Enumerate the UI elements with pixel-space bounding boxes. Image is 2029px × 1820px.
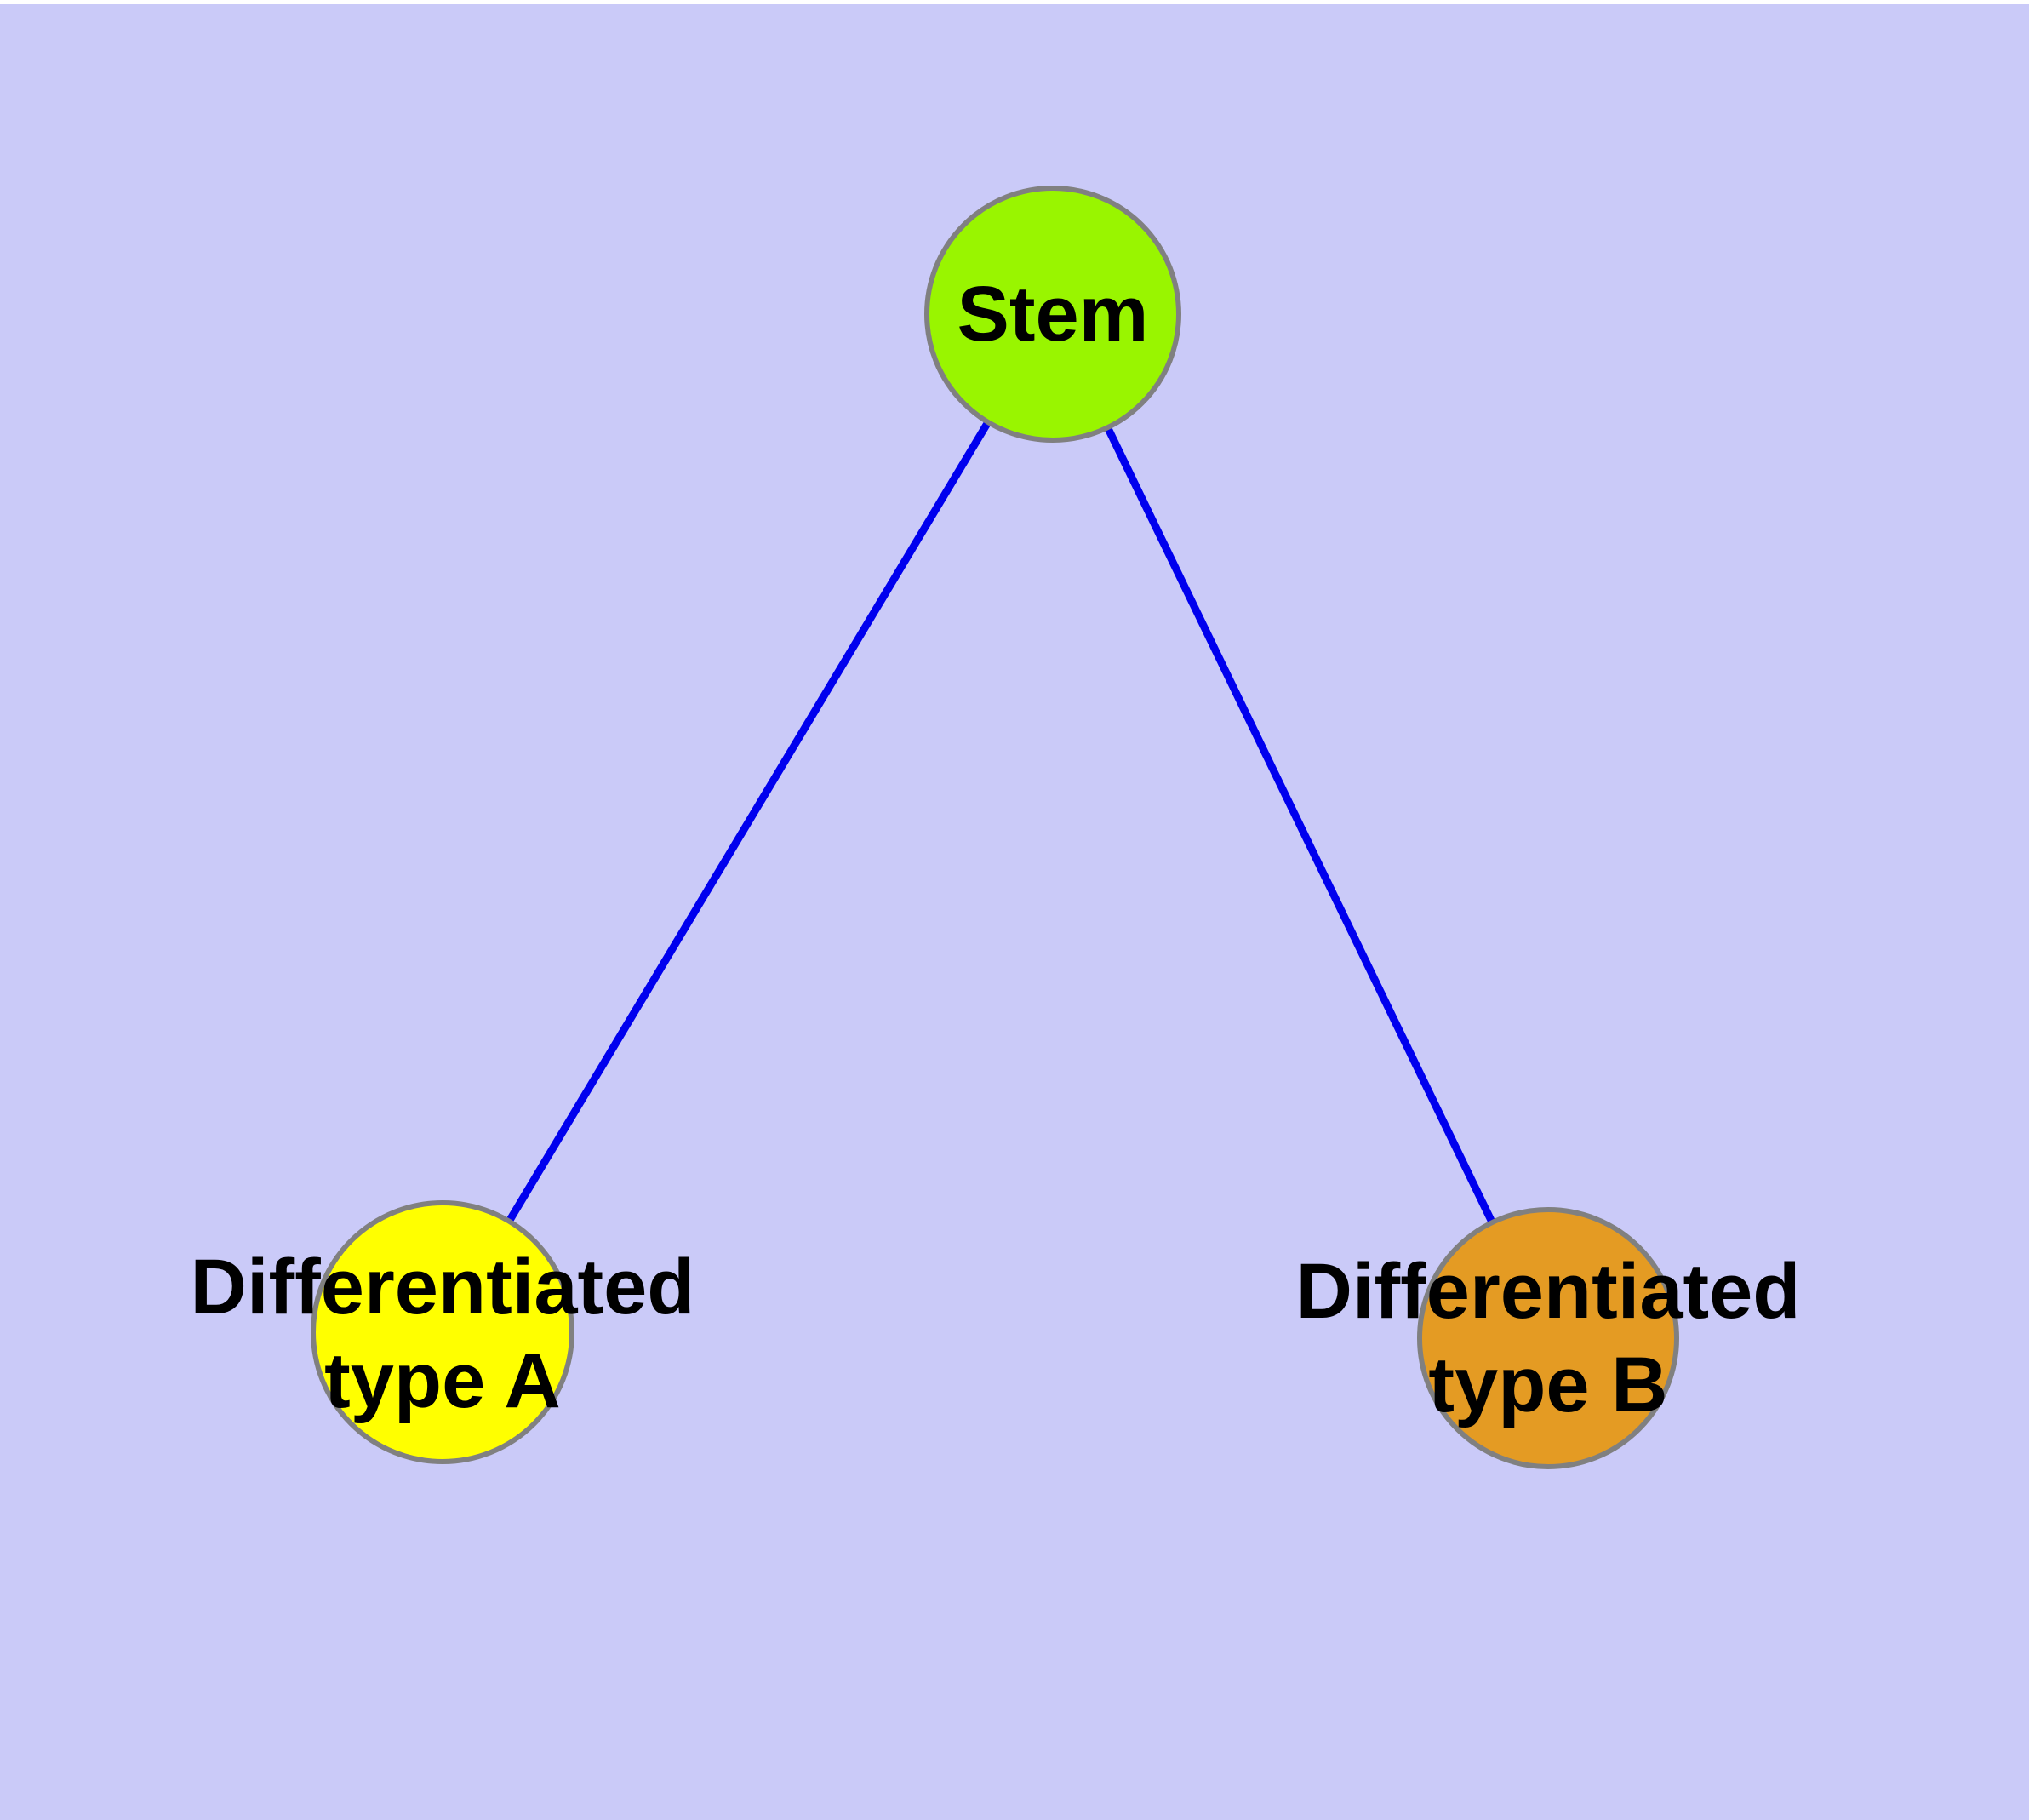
node-label-type-b: Differentiated type B — [1296, 1245, 1801, 1432]
node-label-type-a-line1: Differentiated — [190, 1244, 695, 1331]
node-label-type-b-line2: type B — [1428, 1342, 1668, 1428]
node-label-stem-line1: Stem — [957, 271, 1149, 358]
node-label-stem: Stem — [957, 267, 1149, 361]
node-label-type-a: Differentiated type A — [191, 1240, 695, 1428]
node-differentiated-type-a — [311, 1200, 574, 1464]
node-stem — [924, 186, 1181, 443]
node-label-type-a-line2: type A — [324, 1337, 561, 1424]
top-border-strip — [0, 0, 2029, 4]
node-differentiated-type-b — [1417, 1207, 1679, 1469]
node-label-type-b-line1: Differentiated — [1295, 1248, 1801, 1335]
edge-stem-to-type-a — [439, 312, 1056, 1335]
edge-stem-to-type-b — [1049, 312, 1552, 1340]
